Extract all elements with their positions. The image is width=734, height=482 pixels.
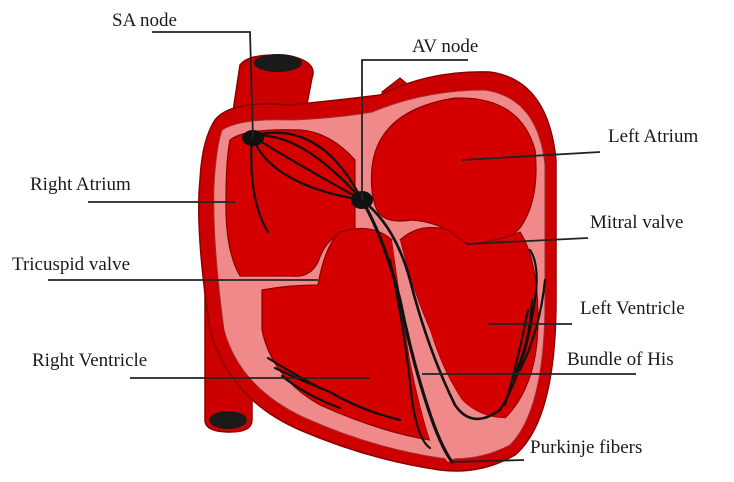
label-right-ventricle: Right Ventricle: [32, 351, 147, 370]
label-right-atrium: Right Atrium: [30, 175, 131, 194]
inferior-vessel-opening: [209, 411, 247, 429]
label-tricuspid-valve: Tricuspid valve: [12, 255, 130, 274]
label-av-node: AV node: [412, 37, 478, 56]
label-mitral-valve: Mitral valve: [590, 213, 683, 232]
label-left-ventricle: Left Ventricle: [580, 299, 685, 318]
label-purkinje-fibers: Purkinje fibers: [530, 438, 642, 457]
label-bundle-of-his: Bundle of His: [567, 350, 674, 369]
label-sa-node: SA node: [112, 11, 177, 30]
label-left-atrium: Left Atrium: [608, 127, 698, 146]
superior-vessel-opening: [254, 54, 302, 72]
